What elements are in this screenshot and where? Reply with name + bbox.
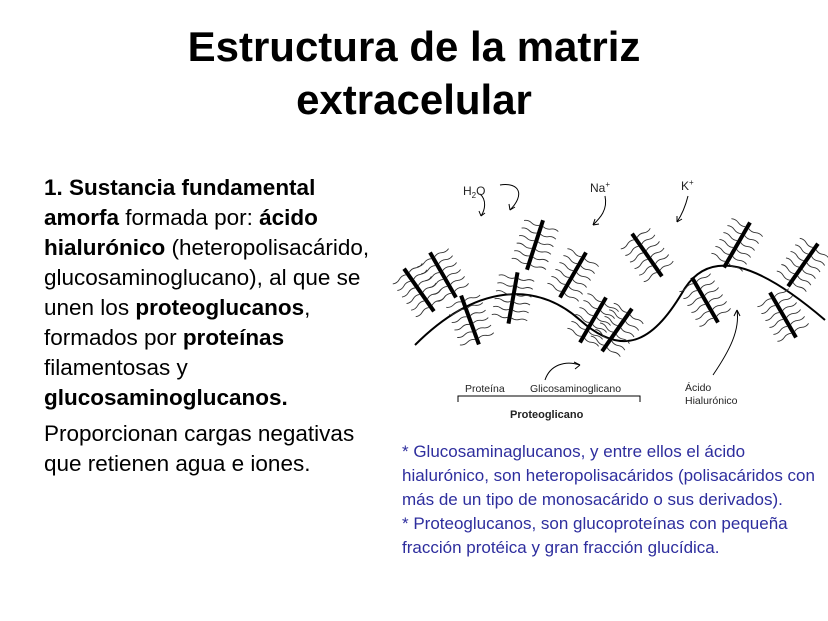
label-h2o: H2O: [463, 184, 485, 200]
label-acido: Ácido: [685, 381, 711, 394]
label-proteina: Proteína: [465, 383, 505, 395]
text: filamentosas y: [44, 355, 188, 380]
paragraph-cargas: Proporcionan cargas negativas que retien…: [44, 421, 355, 476]
text-bold: glucosaminoglucanos.: [44, 385, 288, 410]
title-line-1: Estructura de la matriz: [187, 23, 641, 70]
proteoglycan-spines: [387, 211, 828, 364]
paragraph-sustancia-fundamental: 1. Sustancia fundamental amorfa formada …: [44, 173, 389, 413]
text-bold: proteínas: [182, 325, 285, 350]
proteoglycan-diagram: H2O Na+ K+ Proteína Glicosaminoglicano P…: [387, 178, 828, 421]
arrows: [457, 184, 741, 402]
diagram-labels: H2O Na+ K+ Proteína Glicosaminoglicano P…: [463, 178, 738, 421]
body-text: 1. Sustancia fundamental amorfa formada …: [44, 173, 389, 479]
note-glucosaminoglucanos: * Glucosaminaglucanos, y entre ellos el …: [402, 442, 815, 509]
text: (heteropolisacárido, glucosaminoglucano)…: [44, 235, 370, 320]
label-na: Na+: [590, 180, 610, 195]
text-bold: proteoglucanos: [135, 295, 305, 320]
label-proteoglicano: Proteoglicano: [510, 409, 584, 421]
hyaluronic-acid-chain: [414, 264, 826, 346]
text: , formados por: [44, 295, 311, 350]
label-glicosaminoglicano: Glicosaminoglicano: [530, 383, 621, 395]
footnote: * Glucosaminaglucanos, y entre ellos el …: [402, 440, 822, 560]
label-hialuronico: Hialurónico: [685, 395, 738, 407]
text-bold: ácido hialurónico: [44, 205, 318, 260]
label-k: K+: [681, 178, 694, 193]
note-proteoglucanos: * Proteoglucanos, son glucoproteínas con…: [402, 514, 788, 557]
slide-title: Estructura de la matriz extracelular: [0, 20, 828, 126]
text: formada por:: [119, 205, 260, 230]
title-line-2: extracelular: [296, 76, 532, 123]
text-bold: 1. Sustancia fundamental amorfa: [44, 175, 316, 230]
